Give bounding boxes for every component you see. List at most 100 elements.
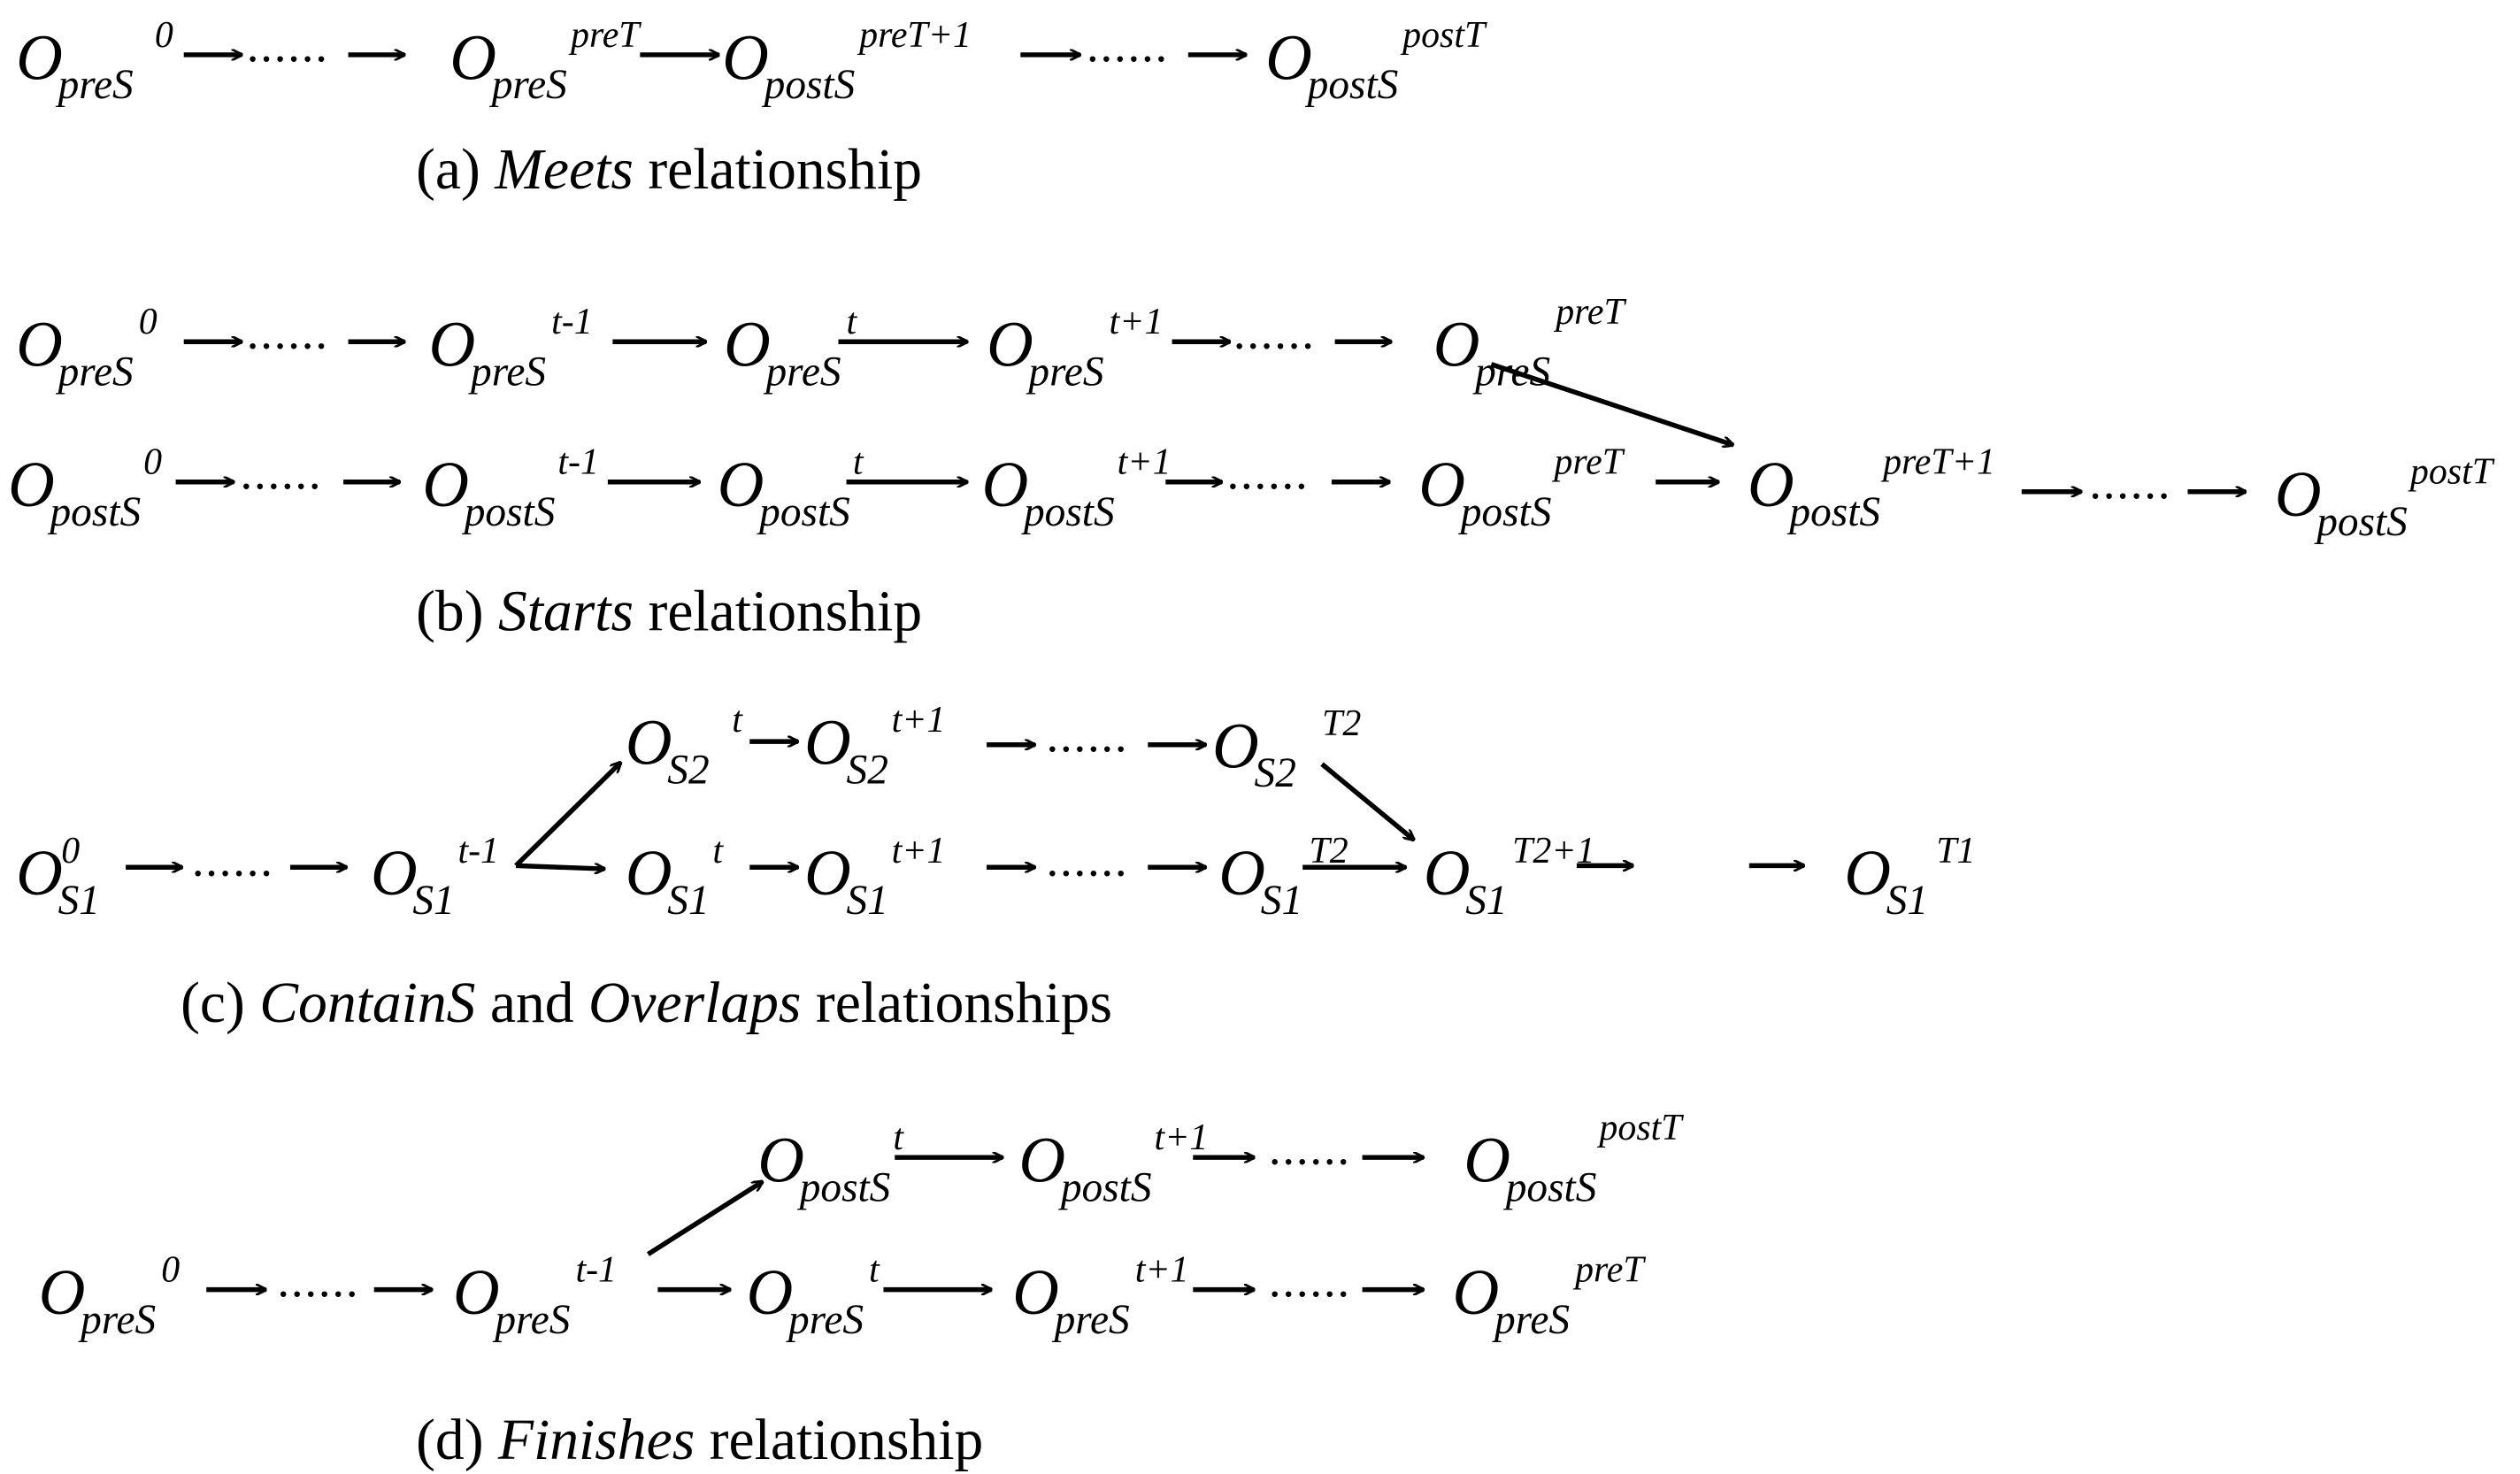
node-superscript: t+1 (1109, 301, 1164, 342)
node-superscript: t-1 (557, 441, 599, 482)
node-base: O (452, 1255, 500, 1329)
node-subscript: S1 (1886, 877, 1929, 925)
node-superscript: t (732, 699, 742, 741)
node-c8: O S1 T2 (1218, 832, 1348, 921)
node-b9: O postS t+1 (982, 443, 1172, 533)
node-subscript: postS (464, 488, 556, 535)
node-superscript: t-1 (551, 301, 593, 342)
node-subscript: preS (471, 348, 547, 395)
node-superscript: postT (1402, 14, 1486, 55)
node-base: O (1418, 448, 1465, 521)
node-superscript: 0 (161, 1249, 181, 1290)
node-a3: O postS preT+1 (722, 16, 972, 105)
node-base: O (1844, 836, 1892, 910)
caption-prefix: (a) (416, 136, 496, 202)
node-a4: O postS postT (1265, 16, 1485, 105)
node-b6: O postS 0 (8, 443, 162, 533)
node-base: O (1018, 1123, 1066, 1196)
caption-term-1: ContainS (259, 970, 476, 1035)
node-base: O (1423, 836, 1471, 910)
node-subscript: preS (1054, 1295, 1130, 1343)
arrow-c6 (515, 865, 604, 869)
node-base: O (757, 1123, 804, 1196)
node-subscript: preS (765, 348, 841, 395)
node-base: O (449, 20, 496, 94)
arrow-d-up (646, 1179, 762, 1256)
caption-suffix: relationship (695, 1407, 984, 1472)
node-d7: O preS t+1 (1012, 1251, 1188, 1340)
node-superscript: t-1 (457, 830, 500, 871)
node-superscript: T1 (1936, 830, 1976, 871)
node-a2: O preS preT (449, 16, 639, 105)
node-a1: O preS 0 (16, 16, 173, 105)
caption-term: Starts (497, 579, 634, 643)
node-subscript: postS (1023, 488, 1115, 535)
node-superscript: t+1 (1154, 1117, 1209, 1158)
node-b2: O preS t-1 (429, 303, 593, 393)
node-superscript: t+1 (1134, 1249, 1189, 1290)
node-base: O (625, 706, 672, 779)
node-subscript: postS (50, 488, 142, 535)
ellipsis: ...... (2089, 456, 2172, 510)
node-b7: O postS t-1 (422, 443, 599, 533)
node-subscript: S2 (846, 746, 888, 794)
node-base: O (1212, 709, 1259, 782)
node-b5: O preS preT (1433, 294, 1625, 393)
node-subscript: preS (81, 1295, 157, 1343)
caption-c: (c) ContainS and Overlaps relationships (181, 973, 1112, 1032)
node-superscript: 0 (138, 301, 158, 342)
node-c3: O S2 T2 (1212, 704, 1361, 794)
node-b8: O postS t (718, 443, 864, 533)
node-c7: O S1 t+1 (804, 832, 945, 921)
node-superscript: t-1 (575, 1249, 618, 1290)
ellipsis: ...... (1268, 1122, 1351, 1176)
node-c5: O S1 t-1 (371, 832, 499, 921)
node-superscript: postT (1599, 1107, 1682, 1148)
node-superscript: t (852, 441, 864, 482)
caption-conjunction: and (475, 970, 588, 1035)
node-subscript: S1 (1465, 877, 1508, 925)
node-base: O (16, 836, 63, 910)
node-base: O (722, 20, 769, 94)
node-base: O (625, 836, 672, 910)
node-subscript: postS (799, 1163, 891, 1211)
node-base: O (16, 308, 63, 380)
node-base: O (981, 448, 1029, 521)
node-subscript: S1 (846, 877, 888, 925)
caption-suffix: relationships (801, 970, 1113, 1035)
node-base: O (371, 836, 418, 910)
caption-b: (b) Starts relationship (416, 582, 922, 641)
node-d5: O preS t-1 (453, 1251, 617, 1340)
node-superscript: preT (1556, 291, 1625, 333)
node-b10: O postS preT (1418, 443, 1623, 533)
ellipsis: ...... (1087, 19, 1169, 73)
node-subscript: preS (1028, 348, 1104, 395)
node-base: O (38, 1255, 86, 1329)
node-subscript: postS (759, 488, 850, 535)
node-superscript: preT (1554, 441, 1624, 482)
caption-suffix: relationship (634, 579, 923, 643)
ellipsis: ...... (240, 446, 323, 500)
node-base: O (1452, 1255, 1500, 1329)
node-subscript: preS (58, 348, 134, 395)
node-c10: O S1 T1 (1844, 832, 1975, 921)
node-base: O (987, 308, 1033, 380)
node-subscript: S1 (412, 877, 455, 925)
node-b11: O postS preT+1 (1748, 443, 1995, 533)
ellipsis: ...... (191, 833, 274, 887)
node-subscript: postS (1505, 1163, 1597, 1211)
ellipsis: ...... (1268, 1254, 1351, 1308)
node-c2: O S2 t+1 (804, 702, 945, 791)
node-subscript: postS (1789, 488, 1881, 535)
node-subscript: postS (2316, 497, 2408, 545)
node-base: O (804, 836, 851, 910)
node-b3: O preS t (724, 303, 857, 393)
node-superscript: t (846, 301, 857, 342)
caption-term: Finishes (497, 1407, 695, 1472)
node-superscript: t (893, 1117, 904, 1158)
node-superscript: preT+1 (859, 14, 972, 55)
node-superscript: t+1 (891, 699, 946, 741)
node-superscript: t+1 (891, 830, 946, 871)
